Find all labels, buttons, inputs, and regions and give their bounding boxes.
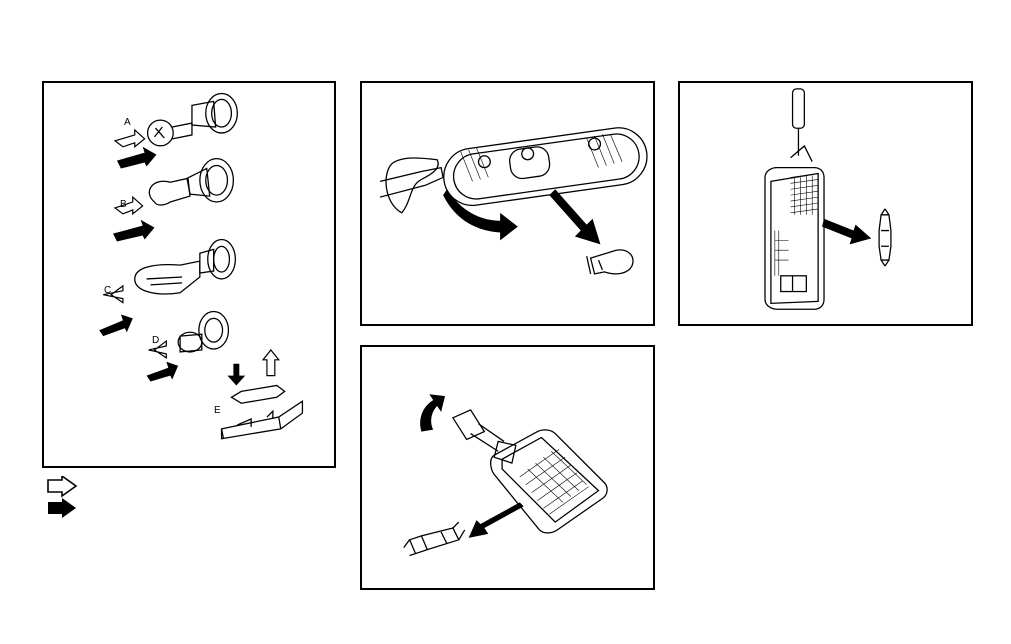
map-light-removal-icon — [362, 83, 653, 324]
bulb-types-panel: A B C D E — [42, 81, 336, 468]
vanity-light-panel — [678, 81, 973, 326]
bulb-label-d: D — [152, 335, 159, 346]
arrow-legend — [44, 476, 84, 520]
bulb-label-b: B — [120, 199, 127, 210]
dome-light-removal-icon — [362, 347, 653, 588]
bulb-label-a: A — [124, 117, 131, 128]
vanity-light-removal-icon — [680, 83, 971, 324]
bulb-removal-diagram-icon — [44, 83, 334, 466]
dome-light-panel — [360, 345, 655, 590]
solid-arrow-icon — [48, 498, 76, 518]
map-light-panel — [360, 81, 655, 326]
outline-arrow-icon — [48, 476, 76, 496]
bulb-label-c: C — [104, 285, 111, 296]
bulb-label-e: E — [214, 405, 221, 416]
